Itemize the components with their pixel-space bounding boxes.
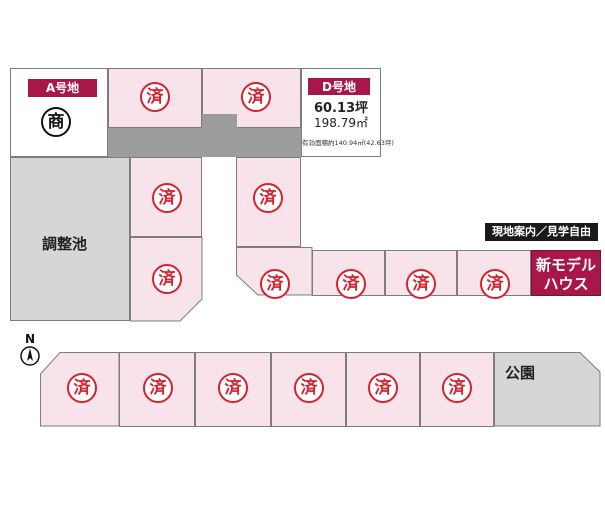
retention-pond <box>10 157 130 321</box>
lot-bottom-5[interactable] <box>346 352 420 427</box>
north-arrow-icon <box>20 346 40 366</box>
lot-a-label: A号地 <box>28 79 97 97</box>
new-model-house[interactable]: 新モデル ハウス <box>531 250 601 296</box>
model-house-line1: 新モデル <box>535 256 596 274</box>
pond-label: 調整池 <box>42 235 88 253</box>
sold-stamp: 済 <box>152 183 182 213</box>
sold-stamp: 済 <box>140 82 170 112</box>
park-label: 公園 <box>505 364 536 382</box>
lot-d-sqm: 198.79㎡ <box>314 116 368 130</box>
lot-d-note: 有効面積約140.94㎡(42.63坪) <box>302 139 394 147</box>
sold-stamp: 済 <box>260 269 290 299</box>
lot-mid-right-1[interactable] <box>236 157 301 247</box>
lot-d-label: D号地 <box>308 78 370 95</box>
site-tour-notice: 現地案内／見学自由 <box>485 223 598 241</box>
sold-stamp: 済 <box>67 373 97 403</box>
sold-stamp: 済 <box>406 269 436 299</box>
north-label: N <box>25 332 36 346</box>
park <box>494 352 601 427</box>
sold-stamp: 済 <box>241 82 271 112</box>
sold-stamp: 済 <box>253 183 283 213</box>
sold-stamp: 済 <box>218 373 248 403</box>
sold-stamp: 済 <box>480 269 510 299</box>
sold-stamp: 済 <box>143 373 173 403</box>
lot-d-tsubo: 60.13坪 <box>313 101 369 116</box>
sold-stamp: 済 <box>336 269 366 299</box>
commercial-badge-icon: 商 <box>41 107 71 137</box>
sold-stamp: 済 <box>442 373 472 403</box>
road <box>202 114 237 128</box>
sold-stamp: 済 <box>294 373 324 403</box>
model-house-line2: ハウス <box>543 275 589 293</box>
sold-stamp: 済 <box>368 373 398 403</box>
sold-stamp: 済 <box>152 264 182 294</box>
road <box>108 128 301 157</box>
